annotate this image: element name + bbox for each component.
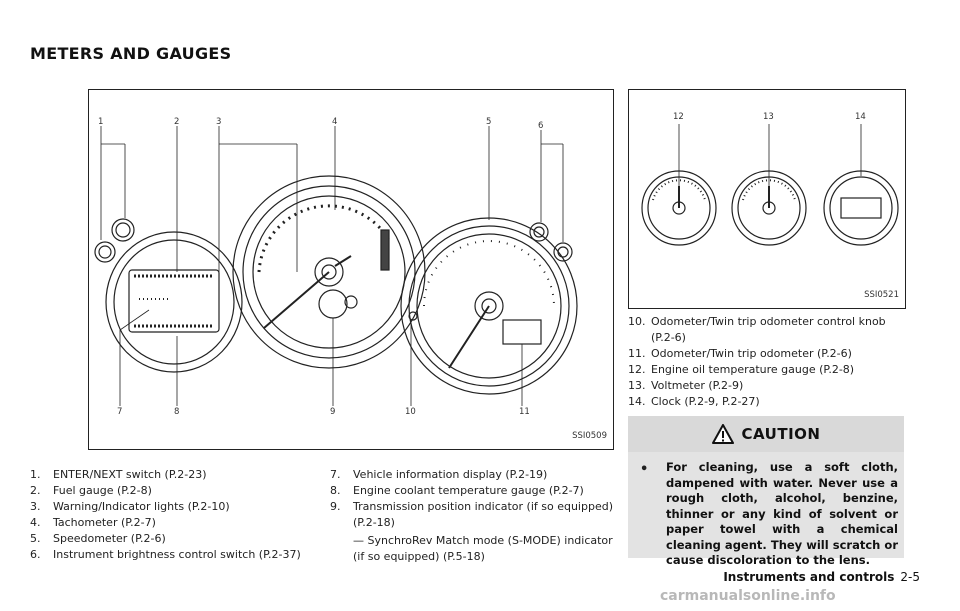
legend-list-middle: 7.Vehicle information display (P.2-19) 8… <box>330 467 614 565</box>
callout-6: 6 <box>538 121 544 131</box>
list-item: 6.Instrument brightness control switch (… <box>30 548 301 561</box>
bullet: • <box>640 462 649 477</box>
callout-9: 9 <box>330 407 336 417</box>
list-item: 12.Engine oil temperature gauge (P.2-8) <box>628 363 855 376</box>
caution-body: • For cleaning, use a soft cloth, dampen… <box>628 452 904 567</box>
list-item: 14.Clock (P.2-9, P.2-27) <box>628 395 760 408</box>
legend-list-right: 10.Odometer/Twin trip odometer control k… <box>628 314 904 410</box>
caution-header: CAUTION <box>628 416 904 452</box>
list-item: 8.Engine coolant temperature gauge (P.2-… <box>330 484 584 497</box>
list-item: 13.Voltmeter (P.2-9) <box>628 379 744 392</box>
caution-title: CAUTION <box>741 425 821 443</box>
callout-2: 2 <box>174 117 180 127</box>
left-pod <box>105 231 243 373</box>
callout-8: 8 <box>174 407 180 417</box>
callout-11: 11 <box>519 407 530 417</box>
warning-triangle-icon <box>711 424 734 444</box>
callout-10: 10 <box>405 407 416 417</box>
caution-text: For cleaning, use a soft cloth, dampened… <box>666 460 898 567</box>
figure-code: SSI0521 <box>864 290 899 300</box>
callout-1: 1 <box>98 117 104 127</box>
legend-list-left: 1.ENTER/NEXT switch (P.2-23) 2.Fuel gaug… <box>30 467 310 563</box>
footer-section: Instruments and controls <box>723 570 895 584</box>
callout-5: 5 <box>486 117 492 127</box>
watermark: carmanualsonline.info <box>660 588 836 604</box>
callout-12: 12 <box>673 112 684 122</box>
callout-7: 7 <box>117 407 123 417</box>
list-item: — SynchroRev Match mode (S-MODE) indicat… <box>353 534 613 563</box>
left-knob-outer <box>94 241 116 263</box>
page-footer: Instruments and controls 2-5 <box>723 570 920 584</box>
cluster-figure: 1 2 3 4 5 6 7 8 9 10 11 SSI0509 <box>88 89 614 450</box>
callout-3: 3 <box>216 117 222 127</box>
list-item: 1.ENTER/NEXT switch (P.2-23) <box>30 468 207 481</box>
cluster-drawing <box>94 126 578 406</box>
page-heading: METERS AND GAUGES <box>30 44 232 63</box>
callout-13: 13 <box>763 112 774 122</box>
figure-code: SSI0509 <box>572 431 607 441</box>
aux-gauges-figure: 12 13 14 SSI0521 <box>628 89 906 309</box>
aux-gauges-drawing <box>641 124 899 246</box>
list-item: 7.Vehicle information display (P.2-19) <box>330 468 548 481</box>
list-item: 4.Tachometer (P.2-7) <box>30 516 156 529</box>
list-item: 10.Odometer/Twin trip odometer control k… <box>628 315 886 344</box>
list-item: 11.Odometer/Twin trip odometer (P.2-6) <box>628 347 852 360</box>
callout-4: 4 <box>332 117 338 127</box>
callout-14: 14 <box>855 112 866 122</box>
list-item: 2.Fuel gauge (P.2-8) <box>30 484 152 497</box>
list-item: 9.Transmission position indicator (if so… <box>330 500 613 529</box>
page-number: 2-5 <box>900 570 920 584</box>
list-item: 3.Warning/Indicator lights (P.2-10) <box>30 500 230 513</box>
list-item: 5.Speedometer (P.2-6) <box>30 532 166 545</box>
